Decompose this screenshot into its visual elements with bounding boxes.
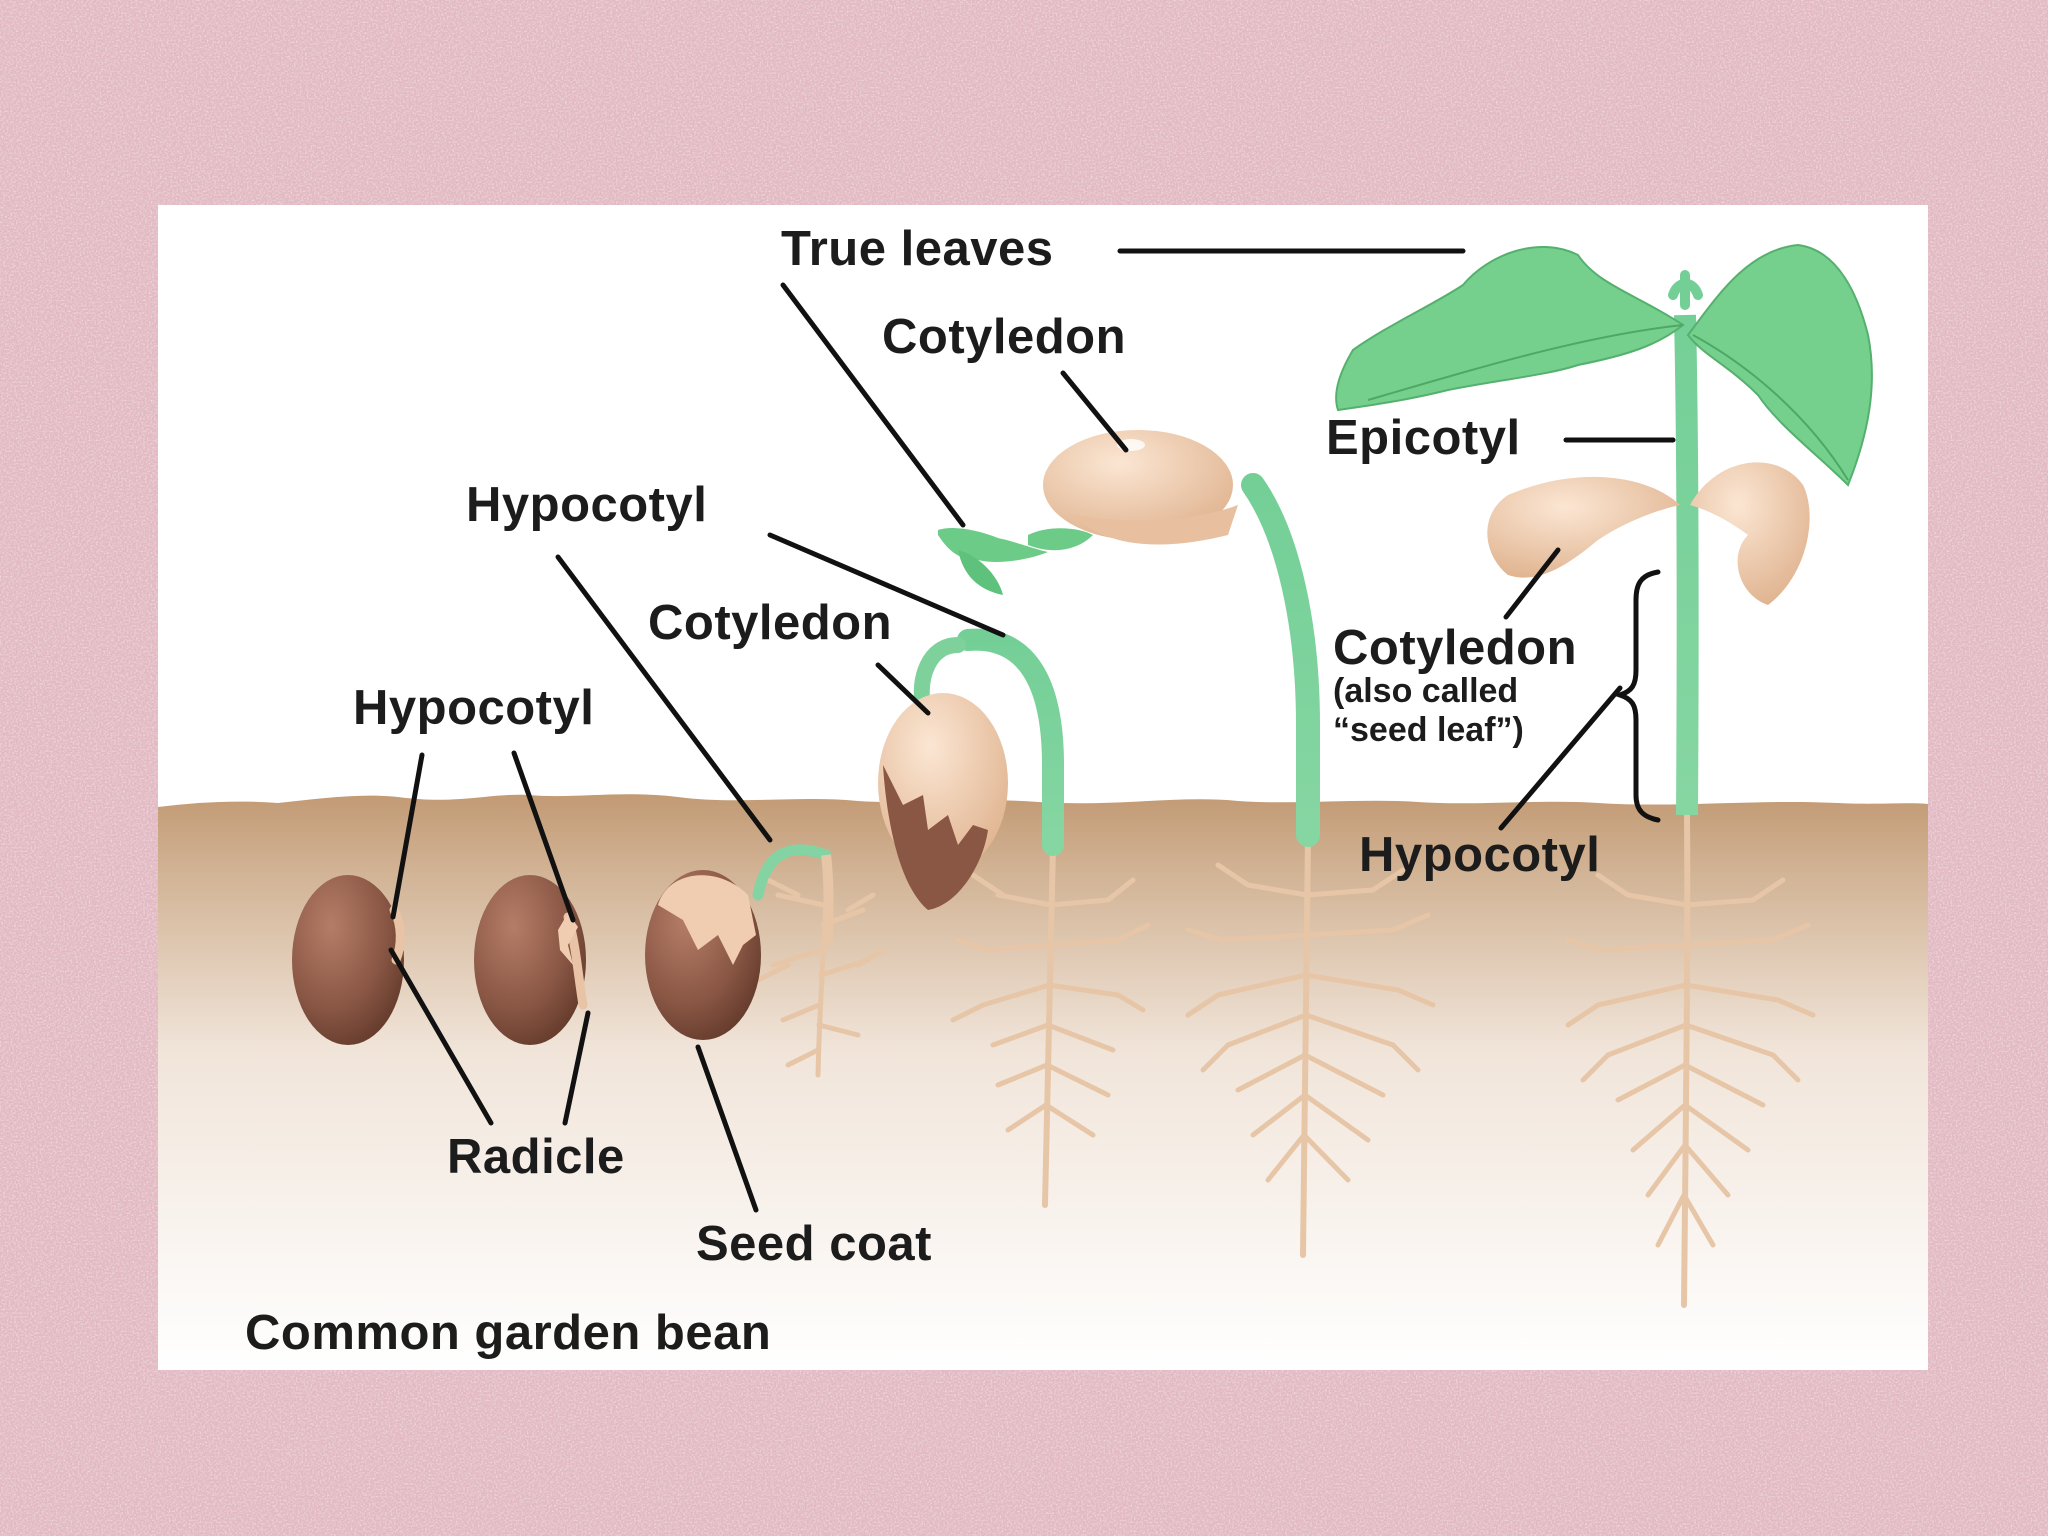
leader-cotyledon-right xyxy=(1503,547,1561,620)
label-hypocotyl-left: Hypocotyl xyxy=(353,681,595,735)
seed-stage-1 xyxy=(292,875,405,1045)
leader-cotyledon-top xyxy=(1060,370,1129,453)
label-hypocotyl-upper: Hypocotyl xyxy=(466,478,708,532)
figure-caption: Common garden bean xyxy=(245,1306,772,1360)
leader-cotyledon-mid xyxy=(875,662,931,716)
leader-hypocotyl-right xyxy=(1498,685,1623,831)
seedling-stage-3 xyxy=(645,844,834,1040)
leader-seed-coat xyxy=(695,1044,759,1213)
leader-radicle-2 xyxy=(562,1010,591,1126)
soil-layer xyxy=(158,794,1928,1370)
leader-hypocotyl-left-1 xyxy=(390,752,425,920)
label-cotyledon-top: Cotyledon xyxy=(882,310,1127,364)
leader-radicle-1 xyxy=(388,947,494,1126)
germination-illustration xyxy=(158,243,1928,1370)
leader-hypocotyl-left-2 xyxy=(511,750,576,923)
hypocotyl-brace xyxy=(1612,569,1661,823)
label-leader-lines xyxy=(388,248,1676,1213)
label-seed-coat: Seed coat xyxy=(696,1217,932,1271)
label-epicotyl: Epicotyl xyxy=(1326,411,1521,465)
seed-stage-2 xyxy=(474,875,588,1045)
label-hypocotyl-right: Hypocotyl xyxy=(1359,828,1601,882)
label-true-leaves: True leaves xyxy=(781,222,1054,276)
label-radicle: Radicle xyxy=(447,1130,625,1184)
seed-germination-figure: True leaves Cotyledon Epicotyl Hypocotyl… xyxy=(158,205,1928,1370)
seedling-stage-5 xyxy=(938,430,1320,847)
label-cotyledon-right: Cotyledon xyxy=(1333,621,1578,675)
label-cotyledon-note-line1: (also called xyxy=(1333,672,1519,710)
label-cotyledon-mid: Cotyledon xyxy=(648,596,893,650)
roots xyxy=(755,812,1816,1308)
leader-true-leaves-stage-5 xyxy=(780,282,966,528)
seedling-stage-6 xyxy=(1335,243,1873,816)
seedling-stage-4 xyxy=(878,628,1064,910)
label-cotyledon-note-line2: “seed leaf”) xyxy=(1333,711,1524,749)
leader-hypocotyl-upper xyxy=(767,532,1006,638)
leader-hypocotyl-upper-left xyxy=(555,554,773,843)
